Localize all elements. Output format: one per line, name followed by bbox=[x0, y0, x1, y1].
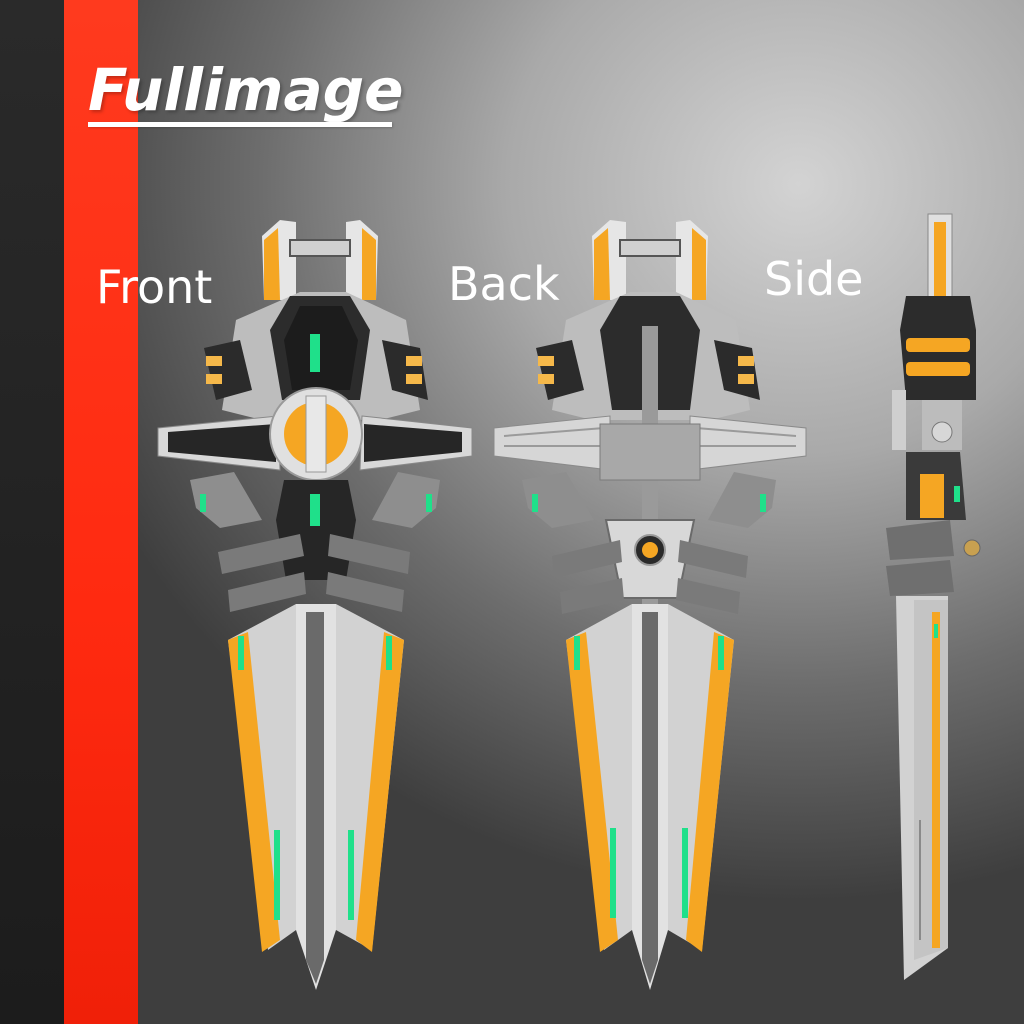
front-center-core bbox=[269, 387, 363, 481]
front-bands bbox=[218, 534, 410, 612]
left-dark-band bbox=[0, 0, 64, 1024]
side-top-spike bbox=[927, 213, 953, 307]
label-back: Back bbox=[448, 257, 560, 311]
red-accent-stripe bbox=[64, 0, 138, 1024]
front-side-pods bbox=[204, 340, 428, 400]
back-top-horns bbox=[592, 220, 708, 300]
label-front: Front bbox=[96, 260, 213, 314]
front-upper-body bbox=[222, 292, 420, 420]
title-underline bbox=[88, 122, 392, 127]
front-wings bbox=[157, 415, 473, 471]
back-side-pods bbox=[536, 340, 760, 400]
back-bands bbox=[552, 540, 748, 614]
back-mid-body bbox=[522, 472, 776, 599]
front-top-horns bbox=[262, 220, 378, 300]
side-bands bbox=[886, 520, 954, 596]
side-upper-housing bbox=[892, 296, 976, 450]
side-blade bbox=[896, 596, 948, 980]
label-side: Side bbox=[764, 252, 864, 306]
page-title: Fullimage bbox=[88, 56, 404, 124]
back-blade bbox=[566, 604, 734, 990]
side-mid-housing bbox=[906, 452, 981, 557]
back-wings bbox=[493, 415, 807, 481]
front-blade bbox=[228, 604, 404, 990]
